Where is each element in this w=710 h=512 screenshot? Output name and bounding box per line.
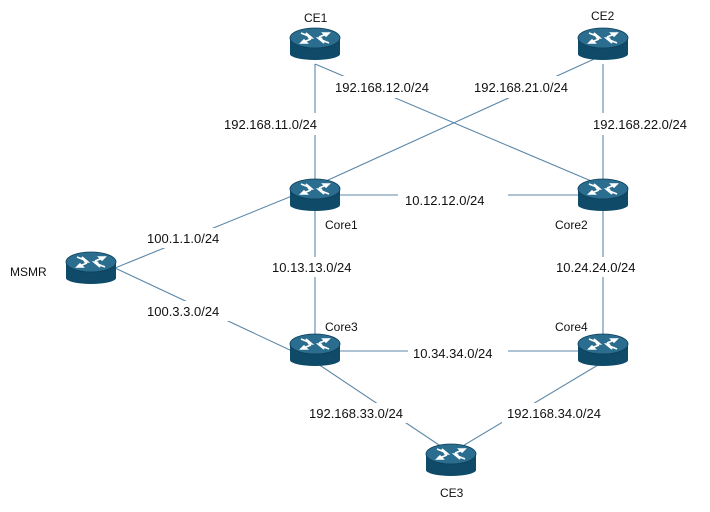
node-label-core1: Core1	[325, 218, 358, 232]
subnet-label-core1-core3: 10.13.13.0/24	[272, 260, 352, 275]
subnet-label-core3-core4: 10.34.34.0/24	[413, 346, 493, 361]
router-core1[interactable]: Core1	[289, 178, 358, 232]
router-icon	[577, 333, 629, 367]
subnet-label-ce1-core1: 192.168.11.0/24	[224, 117, 317, 132]
node-label-ce2: CE2	[591, 9, 615, 23]
router-core4[interactable]: Core4	[555, 320, 629, 367]
subnet-label-ce2-core1: 192.168.21.0/24	[474, 80, 568, 95]
router-icon	[65, 251, 117, 285]
node-label-ce1: CE1	[304, 11, 328, 25]
router-icon	[425, 443, 477, 477]
subnet-label-ce1-core2: 192.168.12.0/24	[335, 80, 429, 95]
router-ce1[interactable]: CE1	[289, 11, 341, 61]
router-icon	[289, 333, 341, 367]
subnet-label-core1-core2: 10.12.12.0/24	[405, 193, 485, 208]
router-icon	[577, 178, 629, 212]
router-ce2[interactable]: CE2	[577, 9, 629, 61]
subnet-label-core4-ce3: 192.168.34.0/24	[507, 406, 601, 421]
node-label-core2: Core2	[555, 218, 588, 232]
router-msmr[interactable]: MSMR	[10, 251, 117, 285]
subnet-label-ce2-core2: 192.168.22.0/24	[593, 117, 687, 132]
node-label-core3: Core3	[325, 320, 358, 334]
router-ce3[interactable]: CE3	[425, 443, 477, 500]
subnet-label-core2-core4: 10.24.24.0/24	[556, 260, 636, 275]
router-icon	[577, 27, 629, 61]
router-core2[interactable]: Core2	[555, 178, 629, 232]
subnet-label-msmr-core1: 100.1.1.0/24	[147, 231, 219, 246]
node-label-ce3: CE3	[440, 486, 464, 500]
subnet-label-core3-ce3: 192.168.33.0/24	[309, 406, 403, 421]
link-labels: 192.168.11.0/24 192.168.12.0/24 192.168.…	[142, 76, 704, 423]
router-icon	[289, 27, 341, 61]
links	[114, 54, 604, 454]
link-ce2-core1	[314, 54, 604, 187]
router-icon	[289, 178, 341, 212]
node-label-core4: Core4	[555, 320, 588, 334]
node-label-msmr: MSMR	[10, 265, 47, 279]
router-core3[interactable]: Core3	[289, 320, 358, 367]
subnet-label-msmr-core3: 100.3.3.0/24	[147, 304, 219, 319]
